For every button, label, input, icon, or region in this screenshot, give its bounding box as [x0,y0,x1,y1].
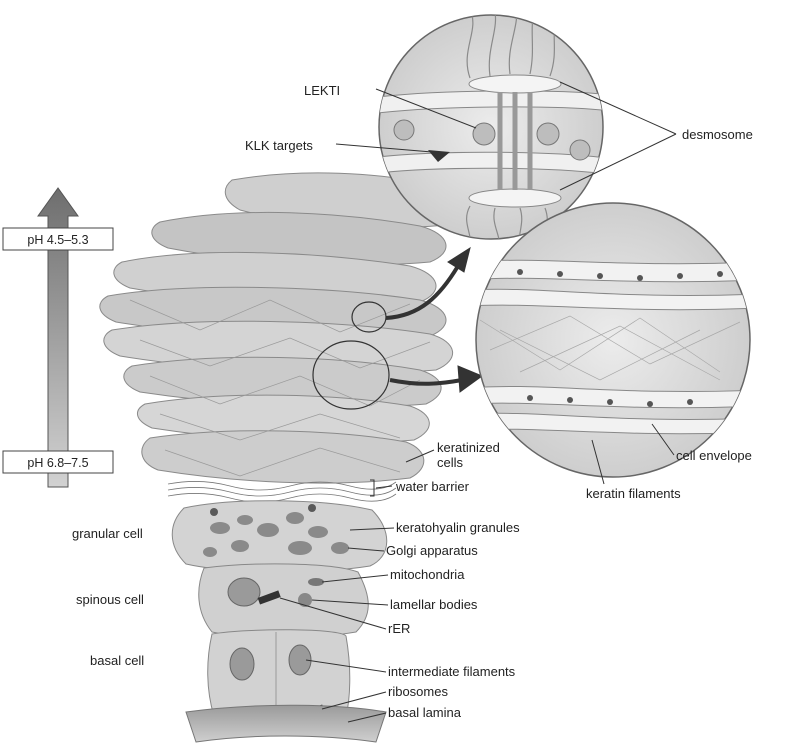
label-basal-lamina: basal lamina [388,705,462,720]
label-desmosome: desmosome [682,127,753,142]
spinous-cell [199,564,369,638]
ph-bottom-label: pH 6.8–7.5 [27,456,88,470]
label-granular-cell: granular cell [72,526,143,541]
label-basal-cell: basal cell [90,653,144,668]
label-mitochondria: mitochondria [390,567,465,582]
granular-cell [172,501,387,572]
label-lamellar-bodies: lamellar bodies [390,597,478,612]
label-cell-envelope: cell envelope [676,448,752,463]
water-barrier-lamellae [168,481,396,502]
label-rer: rER [388,621,410,636]
keratinized-layers [100,173,469,483]
ph-bottom-box: pH 6.8–7.5 [3,451,113,473]
label-keratin-filaments: keratin filaments [586,486,681,501]
ph-top-label: pH 4.5–5.3 [27,233,88,247]
label-golgi-apparatus: Golgi apparatus [386,543,478,558]
label-spinous-cell: spinous cell [76,592,144,607]
label-water-barrier: water barrier [395,479,470,494]
label-keratohyalin-granules: keratohyalin granules [396,520,520,535]
label-ribosomes: ribosomes [388,684,448,699]
ph-top-box: pH 4.5–5.3 [3,228,113,250]
cell-envelope-zoom [470,203,760,477]
label-klk-targets: KLK targets [245,138,313,153]
label-keratinized-line1: keratinized [437,440,500,455]
basal-lamina-shape [186,705,386,742]
label-lekti: LEKTI [304,83,340,98]
label-keratinized-line2: cells [437,455,464,470]
label-intermediate-filaments: intermediate filaments [388,664,516,679]
